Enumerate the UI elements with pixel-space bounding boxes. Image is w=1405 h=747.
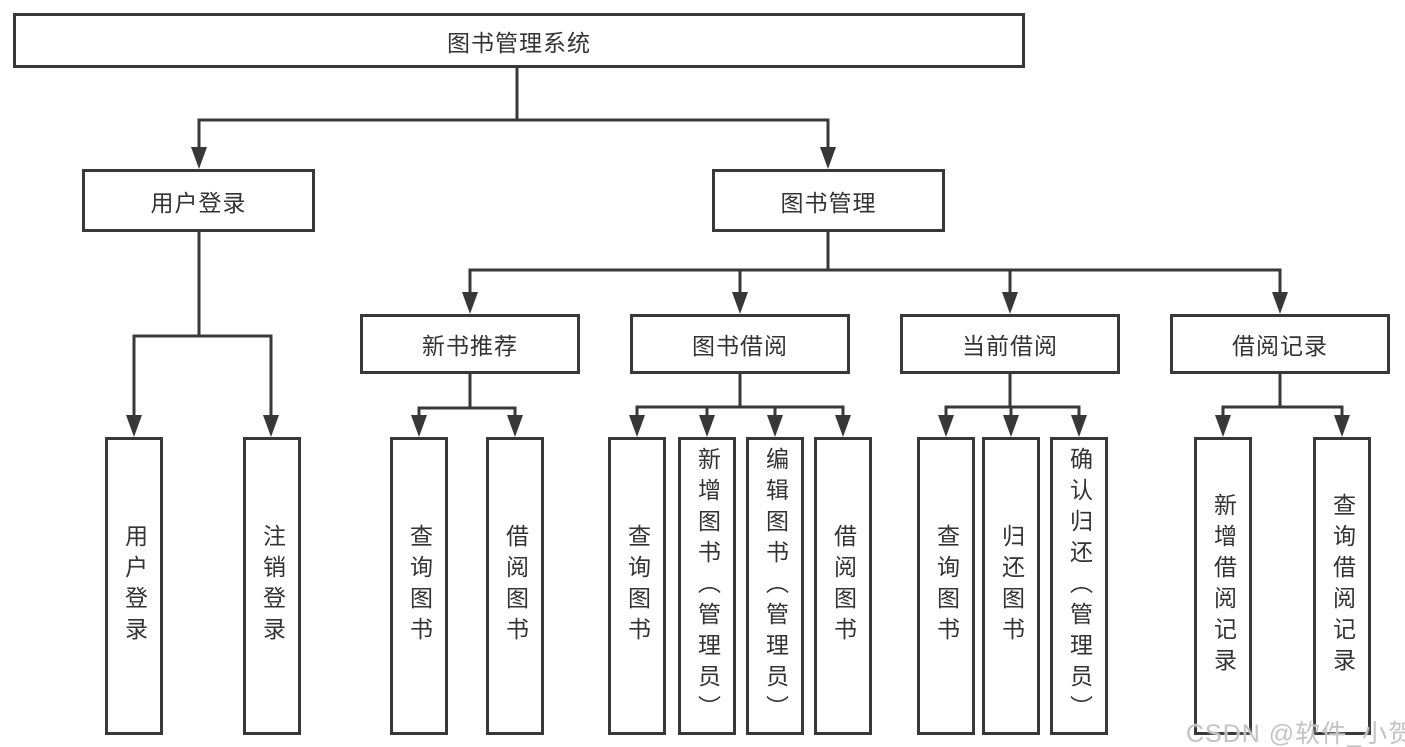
leaf-bb-add-books-admin-label: 新增图书（管理员）: [694, 446, 721, 726]
node-book-borrow-label: 图书借阅: [692, 333, 788, 359]
leaf-nb-borrow-books: 借阅图书: [486, 437, 544, 735]
node-current-borrow: 当前借阅: [900, 314, 1120, 374]
leaf-br-query-record-label: 查询借阅记录: [1329, 493, 1356, 679]
leaf-bb-borrow-books-label: 借阅图书: [830, 524, 857, 648]
leaf-bb-edit-books-admin: 编辑图书（管理员）: [746, 437, 804, 735]
leaf-br-add-record: 新增借阅记录: [1194, 437, 1252, 735]
leaf-logout-label: 注销登录: [259, 524, 286, 648]
node-book-mgmt-branch-label: 图书管理: [780, 189, 877, 216]
leaf-bb-query-books-label: 查询图书: [624, 524, 651, 648]
leaf-nb-query-books-label: 查询图书: [406, 524, 433, 648]
leaf-bb-borrow-books: 借阅图书: [814, 437, 872, 735]
node-new-book-rec-label: 新书推荐: [422, 333, 518, 359]
leaf-nb-borrow-books-label: 借阅图书: [502, 524, 529, 648]
leaf-user-login: 用户登录: [105, 437, 163, 735]
node-book-borrow: 图书借阅: [630, 314, 850, 374]
leaf-cb-return-books-label: 归还图书: [998, 524, 1025, 648]
node-current-borrow-label: 当前借阅: [962, 333, 1058, 359]
leaf-user-login-label: 用户登录: [121, 524, 148, 648]
leaf-nb-query-books: 查询图书: [390, 437, 448, 735]
leaf-cb-query-books: 查询图书: [917, 437, 975, 735]
leaf-br-add-record-label: 新增借阅记录: [1210, 493, 1237, 679]
leaf-cb-confirm-return-admin: 确认归还（管理员）: [1050, 437, 1108, 735]
leaf-cb-confirm-return-admin-label: 确认归还（管理员）: [1066, 446, 1093, 726]
leaf-bb-add-books-admin: 新增图书（管理员）: [678, 437, 736, 735]
leaf-br-query-record: 查询借阅记录: [1313, 437, 1371, 735]
node-user-login-branch-label: 用户登录: [150, 189, 247, 216]
leaf-logout: 注销登录: [243, 437, 301, 735]
node-borrow-records: 借阅记录: [1170, 314, 1390, 374]
node-new-book-rec: 新书推荐: [360, 314, 580, 374]
leaf-cb-query-books-label: 查询图书: [933, 524, 960, 648]
node-user-login-branch: 用户登录: [82, 169, 315, 232]
node-book-mgmt-branch: 图书管理: [712, 169, 945, 232]
leaf-cb-return-books: 归还图书: [982, 437, 1040, 735]
node-borrow-records-label: 借阅记录: [1232, 333, 1328, 359]
node-root: 图书管理系统: [13, 13, 1025, 68]
node-root-label: 图书管理系统: [447, 29, 591, 56]
csdn-watermark: CSDN @软件_小贺同学: [1186, 720, 1405, 747]
leaf-bb-query-books: 查询图书: [608, 437, 666, 735]
leaf-bb-edit-books-admin-label: 编辑图书（管理员）: [762, 446, 789, 726]
